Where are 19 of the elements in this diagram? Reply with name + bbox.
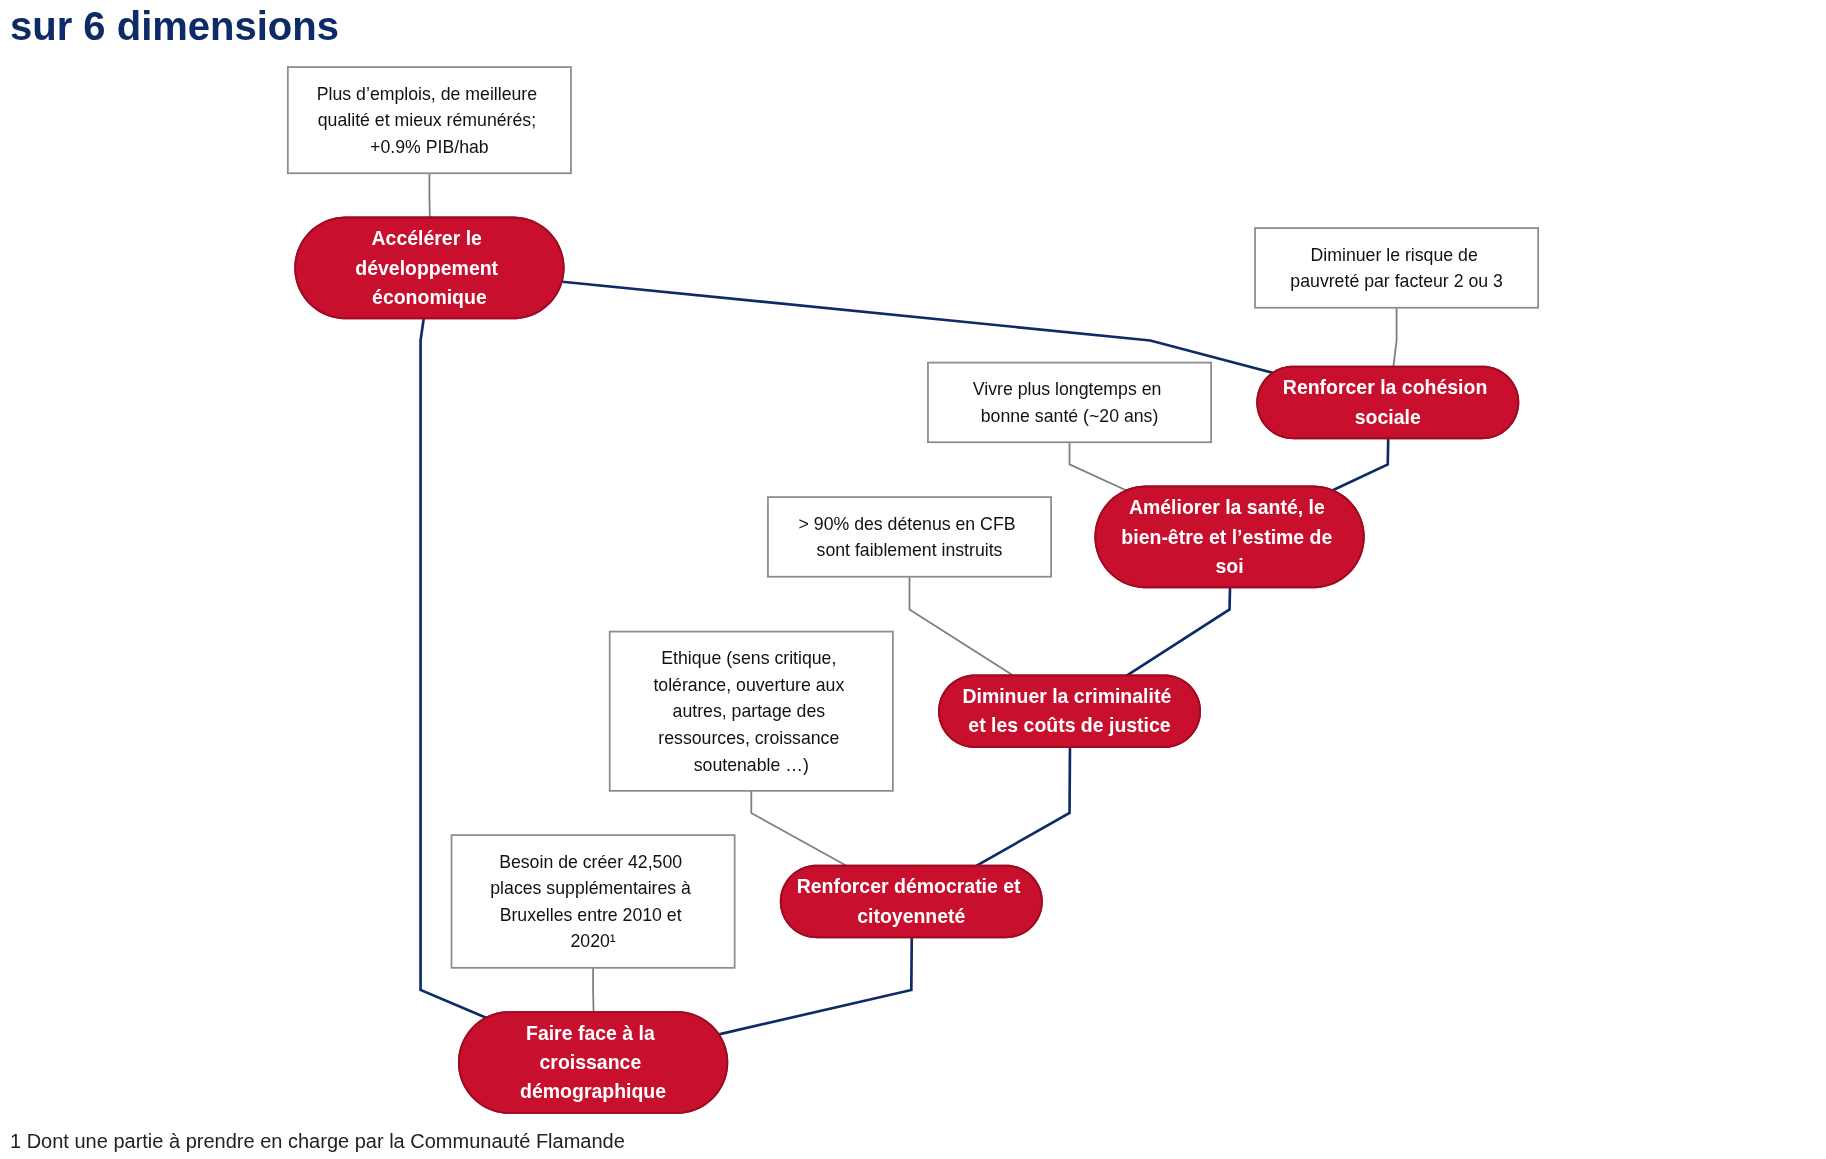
- node-box: Ethique (sens critique, tolérance, ouverture aux autres, partage des ressources, croissance soutenable …): [608, 630, 894, 792]
- node-box: Plus d’emplois, de meilleure qualité et mieux rémunérés; +0.9% PIB/hab: [286, 66, 572, 175]
- connector: [908, 575, 1015, 677]
- connector: [1331, 438, 1390, 492]
- connector: [718, 937, 914, 1036]
- connector: [1068, 441, 1128, 492]
- title: sur 6 dimensions: [10, 4, 339, 49]
- node-box: Diminuer le risque de pauvreté par facteur 2 ou 3: [1254, 227, 1540, 309]
- connector: [592, 966, 595, 1014]
- connector: [428, 172, 431, 219]
- connector: [1125, 587, 1232, 677]
- footnote: 1 Dont une partie à prendre en charge par la Communauté Flamande: [10, 1130, 625, 1153]
- node-box: > 90% des détenus en CFB sont faiblement instruits: [767, 496, 1052, 578]
- connector: [1392, 306, 1398, 368]
- node-box: Vivre plus longtemps en bonne santé (~20 ans): [927, 361, 1212, 444]
- node-box: Besoin de créer 42,500 places supplémentaires à Bruxelles entre 2010 et 2020¹: [450, 834, 736, 969]
- connector: [419, 318, 488, 1020]
- connector: [750, 789, 848, 867]
- connector: [562, 280, 1274, 375]
